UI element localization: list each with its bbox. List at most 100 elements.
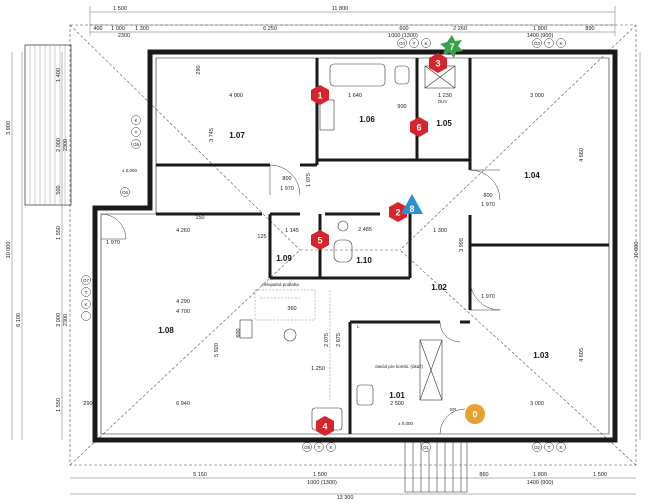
dim-bottom-overall: 13 300 — [337, 495, 354, 501]
dim-bottom-row2-2: 1400 (900) — [527, 480, 554, 486]
dim-top-3: 1 300 — [135, 26, 149, 32]
marker-0[interactable]: 0 — [465, 404, 485, 424]
dim-bottom-2: 1 500 — [313, 472, 327, 478]
dim-left-1400: 1 400 — [56, 68, 62, 82]
dim-top-left: 1 500 — [113, 6, 127, 12]
dim-bottom-row2-1: 1000 (1300) — [307, 480, 337, 486]
interior-walls — [156, 58, 609, 434]
dim-4700: 4 700 — [176, 309, 190, 315]
dim-2675: 2 675 — [336, 333, 342, 347]
tag-o4: O4 — [399, 41, 406, 46]
dim-6940: 6 940 — [176, 401, 190, 407]
room-label-1-10: 1.10 — [356, 256, 372, 265]
dim-4290: 4 290 — [176, 299, 190, 305]
dim-600: 600 — [236, 328, 242, 337]
room-label-1-02: 1.02 — [431, 283, 447, 292]
dim-5920: 5 920 — [214, 343, 220, 357]
dim-4000: 4 000 — [229, 93, 243, 99]
dim-bottom-4: 1 800 — [533, 472, 547, 478]
room-label-1-09: 1.09 — [276, 254, 292, 263]
dim-left-500: 500 — [56, 185, 62, 194]
dim-top-row2-2: 1000 (1300) — [388, 33, 418, 39]
marker-3[interactable]: 3 — [429, 53, 447, 73]
room-label-1-07: 1.07 — [229, 131, 245, 140]
dim-3000-top: 3 000 — [530, 93, 544, 99]
dim-125: 125 — [257, 234, 266, 240]
dim-1970-a: 1 970 — [280, 186, 294, 192]
dim-top-4: 6 250 — [263, 26, 277, 32]
tag-o1: O1 — [423, 445, 430, 450]
dim-left-1550a: 1 550 — [56, 226, 62, 240]
marker-4[interactable]: 4 — [316, 416, 334, 436]
dim-3745: 3 745 — [209, 128, 215, 142]
marker-3-label: 3 — [435, 59, 440, 69]
dim-4260: 4 260 — [176, 228, 190, 234]
dim-1145: 1 145 — [285, 228, 299, 234]
dim-left-2300a: 2300 — [63, 139, 69, 151]
marker-8-label: 8 — [409, 204, 414, 214]
note-level-1: ± 0,000 — [122, 168, 137, 173]
tag-o6: O6 — [122, 190, 129, 195]
tag-o2: O2 — [534, 445, 541, 450]
dim-top-row2-1: 2300 — [118, 33, 130, 39]
left-dimension-lines — [11, 52, 63, 440]
tag-k-3: K — [134, 118, 137, 123]
dim-800-a: 800 — [282, 176, 291, 182]
dim-left-10000: 10 000 — [6, 242, 12, 259]
window-tags — [81, 38, 566, 452]
tag-t-6: T — [548, 445, 551, 450]
dim-150: 150 — [195, 215, 204, 221]
dim-bottom-5: 1 500 — [593, 472, 607, 478]
dim-1075: 1 075 — [306, 173, 312, 187]
room-label-1-04: 1.04 — [524, 171, 540, 180]
marker-6[interactable]: 6 — [410, 117, 428, 137]
marker-2[interactable]: 2 — [389, 202, 407, 222]
note-floor: nelopalná podlaha — [262, 282, 299, 287]
tag-t-5: T — [318, 445, 321, 450]
dim-top-row2-3: 1400 (900) — [527, 33, 554, 39]
entry-steps — [404, 439, 468, 493]
tag-t-2: T — [548, 41, 551, 46]
room-label-1-08: 1.08 — [158, 326, 174, 335]
tag-o5: O5 — [133, 142, 140, 147]
marker-1[interactable]: 1 — [311, 85, 329, 105]
dim-left-2000: 2 000 — [56, 138, 62, 152]
note-stair: otwód pre kombi. (úkaž) — [375, 364, 424, 369]
dim-800-b: 800 — [483, 193, 492, 199]
room-label-1-06: 1.06 — [359, 115, 375, 124]
marker-7[interactable]: 7 — [440, 35, 463, 58]
dim-4605: 4 605 — [579, 348, 585, 362]
note-level-2: ± 0,000 — [398, 421, 413, 426]
dim-top-overall: 11 800 — [332, 6, 348, 12]
dim-360: 360 — [287, 306, 296, 312]
dim-left-6100: 6 100 — [16, 313, 22, 327]
note-er: ER — [450, 407, 457, 412]
dim-4660: 4 660 — [579, 148, 585, 162]
note-l: L — [357, 324, 360, 329]
bottom-dimension-lines — [70, 477, 636, 495]
tag-k-6: K — [559, 445, 562, 450]
marker-8[interactable]: 8 — [401, 194, 423, 214]
dim-top-8: 890 — [585, 26, 594, 32]
tag-k-5: K — [329, 445, 332, 450]
tag-k-2: K — [559, 41, 562, 46]
marker-7-label: 7 — [449, 42, 454, 52]
marker-6-label: 6 — [416, 123, 421, 133]
door-swings — [100, 164, 501, 435]
tag-k-4: K — [84, 302, 87, 307]
tag-o7: O7 — [83, 278, 90, 283]
dim-900: 900 — [397, 104, 406, 110]
room-label-1-05: 1.05 — [436, 119, 452, 128]
dim-top-6: 2 260 — [453, 26, 467, 32]
marker-1-label: 1 — [317, 91, 322, 101]
dim-top-2: 1 000 — [111, 26, 125, 32]
dim-left-1550b: 1 550 — [56, 398, 62, 412]
dim-left-2300b: 2300 — [63, 314, 69, 326]
marker-5[interactable]: 5 — [311, 230, 329, 250]
tag-k-1: K — [424, 41, 427, 46]
dim-1970-d: 1 970 — [106, 240, 120, 246]
dim-top-1: 400 — [93, 26, 102, 32]
dim-3995: 3 995 — [459, 238, 465, 252]
dim-290-b: 290 — [83, 401, 92, 407]
